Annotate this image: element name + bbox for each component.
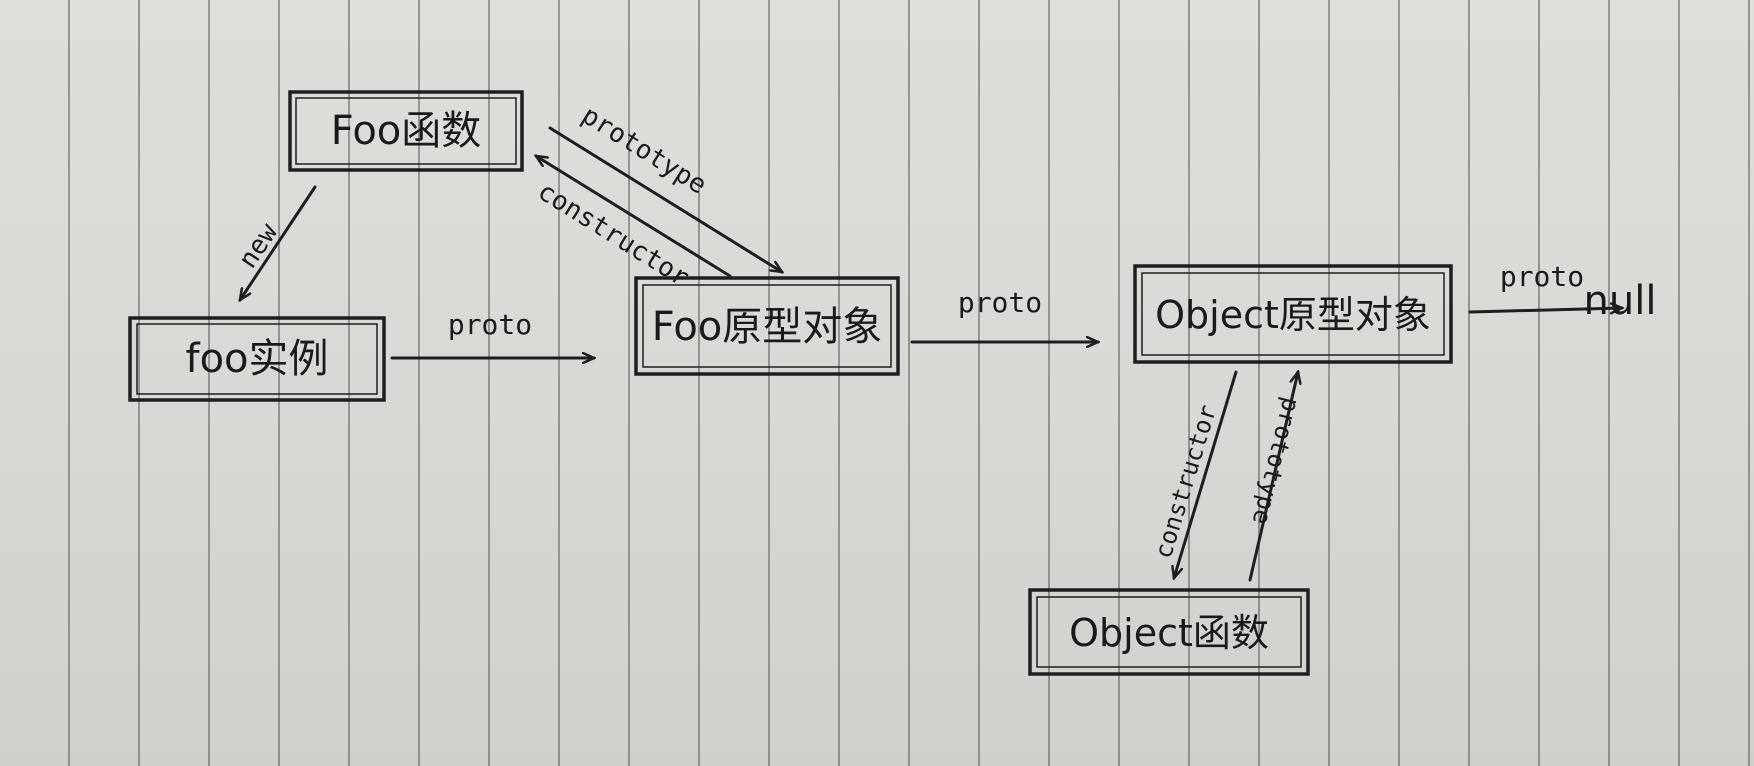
node-label: foo实例 [185,336,328,382]
node-foo-instance: foo实例 [128,316,386,402]
node-foo-function: Foo函数 [288,90,524,172]
edge-proto-object-prototype: proto [1468,260,1622,312]
node-object-prototype: Object原型对象 [1133,264,1453,364]
edge-label: proto [1500,260,1584,293]
edge-arrow [1174,370,1238,578]
edge-proto-foo-prototype: proto [910,286,1098,342]
edge-label: proto [958,286,1042,319]
edge-arrow [536,156,732,278]
edge-label: new [233,218,284,274]
node-box-inner [295,97,517,165]
edge-constructor-object: constructor [1149,370,1238,578]
node-foo-prototype: Foo原型对象 [634,276,900,376]
edge-arrow [1248,372,1298,582]
node-null: null [1584,278,1657,324]
node-box [288,90,524,172]
node-object-function: Object函数 [1028,588,1310,676]
edge-prototype-object: prototype [1247,372,1306,582]
node-box-inner [642,284,892,368]
edge-label: constructor [532,176,694,293]
edge-new: new [233,185,317,300]
edge-label: proto [448,308,532,341]
node-label: Object函数 [1069,611,1269,655]
node-box-inner [1141,272,1445,356]
node-box [128,316,386,402]
node-box-inner [136,323,378,395]
node-box [1028,588,1310,676]
node-box [634,276,900,376]
node-label: Foo函数 [331,108,482,154]
edge-arrow [240,185,317,300]
node-label: Foo原型对象 [652,304,883,350]
edge-arrow [548,126,782,272]
edge-proto-instance: proto [390,308,594,358]
node-box [1133,264,1453,364]
edge-label: prototype [1247,395,1306,528]
edge-arrow [1468,308,1622,312]
node-label: Object原型对象 [1155,293,1431,337]
node-box-inner [1036,596,1302,668]
